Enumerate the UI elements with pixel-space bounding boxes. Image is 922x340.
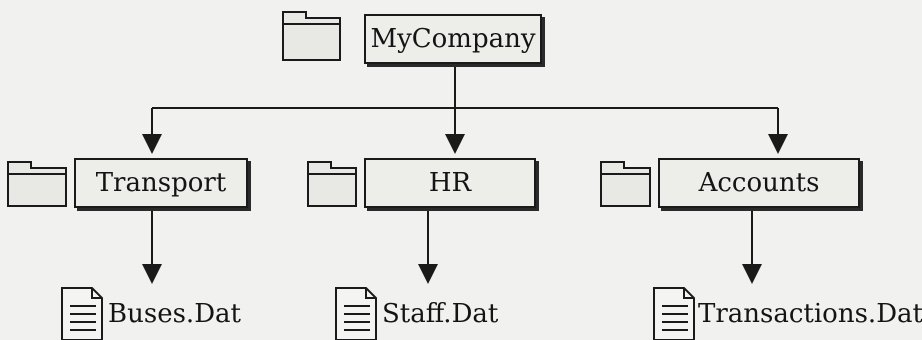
folder-label-transport: Transport — [95, 168, 227, 198]
file-icon — [653, 287, 695, 340]
folder-box-hr: HR — [364, 158, 536, 208]
root-folder-label: MyCompany — [370, 24, 536, 54]
folder-box-transport: Transport — [74, 158, 248, 208]
folder-icon — [7, 161, 67, 207]
folder-box-accounts: Accounts — [658, 158, 860, 208]
folder-icon — [307, 161, 357, 207]
file-label-staff: Staff.Dat — [382, 299, 499, 329]
folder-label-hr: HR — [428, 168, 472, 198]
file-label-buses: Buses.Dat — [108, 299, 241, 329]
file-icon — [335, 287, 377, 340]
root-folder-box: MyCompany — [364, 14, 542, 64]
folder-icon — [282, 11, 341, 61]
folder-label-accounts: Accounts — [698, 168, 820, 198]
connectors — [142, 62, 788, 284]
file-icon — [61, 287, 103, 340]
folder-icon — [600, 161, 651, 207]
file-label-transactions: Transactions.Dat — [698, 299, 922, 329]
